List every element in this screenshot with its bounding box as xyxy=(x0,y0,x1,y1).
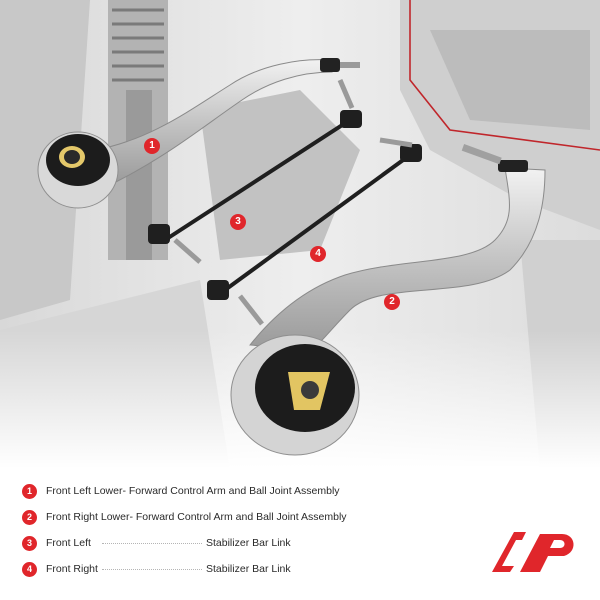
legend-text: Front Left Lower- Forward Control Arm an… xyxy=(46,485,340,497)
legend-subtext: Stabilizer Bar Link xyxy=(206,537,291,549)
legend-item: 2 Front Right Lower- Forward Control Arm… xyxy=(22,504,442,530)
legend-text: Front Right Lower- Forward Control Arm a… xyxy=(46,511,347,523)
parts-legend: 1 Front Left Lower- Forward Control Arm … xyxy=(22,478,442,582)
legend-number: 3 xyxy=(22,535,37,551)
legend-item: 4 Front Right Stabilizer Bar Link xyxy=(22,556,442,582)
callout-2: 2 xyxy=(384,294,400,310)
callout-4: 4 xyxy=(310,246,326,262)
legend-number: 2 xyxy=(22,509,37,525)
control-arm-front-right xyxy=(230,144,546,456)
callout-3: 3 xyxy=(230,214,246,230)
legend-item: 3 Front Left Stabilizer Bar Link xyxy=(22,530,442,556)
legend-text: Front Right xyxy=(46,563,98,575)
legend-text: Front Left xyxy=(46,537,91,549)
legend-subtext: Stabilizer Bar Link xyxy=(206,563,291,575)
legend-number: 4 xyxy=(22,561,37,577)
legend-number: 1 xyxy=(22,483,37,499)
brand-logo xyxy=(492,532,574,572)
callout-1: 1 xyxy=(144,138,160,154)
leader-dots xyxy=(102,569,202,570)
stabilizer-link-front-right xyxy=(207,137,422,326)
stabilizer-link-front-left xyxy=(148,79,362,264)
leader-dots xyxy=(102,543,202,544)
legend-item: 1 Front Left Lower- Forward Control Arm … xyxy=(22,478,442,504)
